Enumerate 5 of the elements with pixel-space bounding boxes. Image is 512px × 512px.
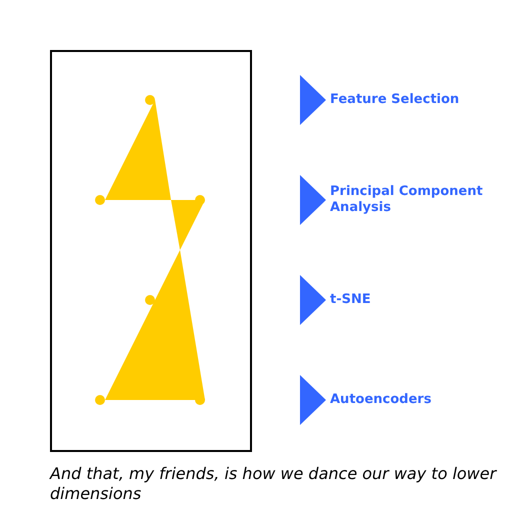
caption: And that, my friends, is how we dance our way to lower dimensions: [50, 464, 498, 504]
method-label: Feature Selection: [330, 92, 460, 108]
method-label: Principal Component Analysis: [330, 184, 484, 216]
method-label: t-SNE: [330, 292, 372, 308]
method-label: Autoencoders: [330, 392, 432, 408]
